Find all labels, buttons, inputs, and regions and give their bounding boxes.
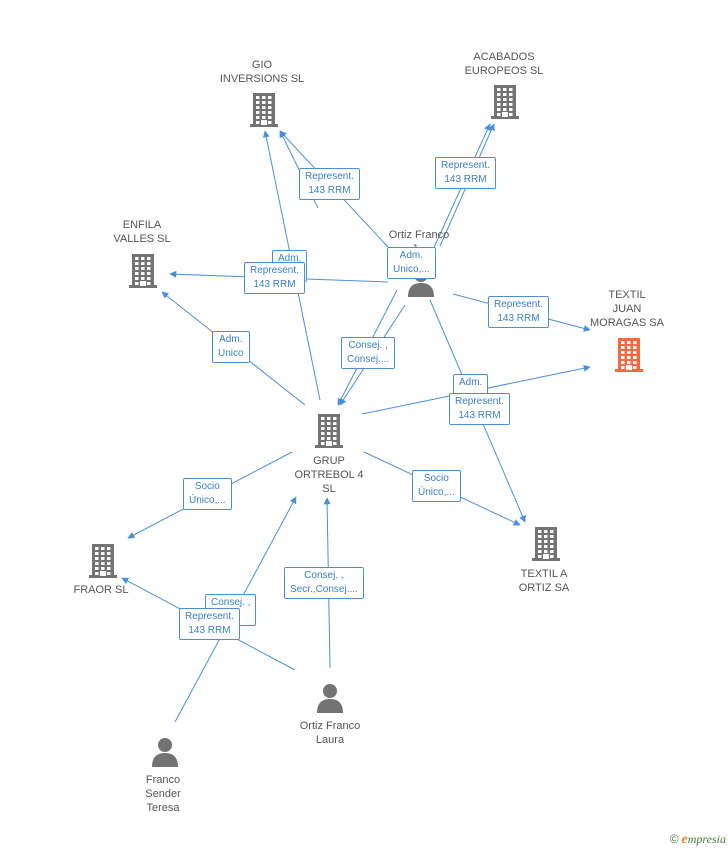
relation-label-line: Socio [423,473,449,484]
node-label-line: INVERSIONS SL [219,73,305,85]
node-label-line: EUROPEOS SL [464,65,544,77]
relation-label-line: 143 RRM [253,279,296,290]
node-label-line: ACABADOS [473,51,535,63]
relation-label[interactable]: Represent. 143 RRM [244,262,305,294]
node-label-textil-a[interactable]: TEXTIL A ORTIZ SA [519,567,570,595]
relation-label-line: Adm. [219,334,243,345]
relation-label-line: 143 RRM [188,625,231,636]
relation-label-line: Unico [218,348,244,359]
node-label-acabados[interactable]: ACABADOS EUROPEOS SL [465,50,544,78]
node-label-line: ORTREBOL 4 [294,469,364,481]
building-icon[interactable] [489,85,521,124]
node-label-line: JUAN [612,303,642,315]
relation-label-line: Consej. , [304,570,344,581]
node-label-line: Ortiz Franco [299,720,361,732]
relation-label-line: 143 RRM [444,174,487,185]
relation-label[interactable]: Adm. Unico [212,331,250,363]
relation-label-line: Adm. [459,377,483,388]
relation-label[interactable]: Consej. , Secr.,Consej.... [284,567,364,599]
copyright-symbol: © [669,832,679,846]
relation-label-line: Secr.,Consej.... [290,584,358,595]
building-icon[interactable] [87,544,119,583]
node-label-line: Franco [145,774,181,786]
relation-label-line: 143 RRM [497,313,540,324]
person-icon[interactable] [315,683,345,718]
node-label-grup[interactable]: GRUP ORTREBOL 4 SL [294,454,363,496]
node-label-line: Ortiz Franco [388,229,450,241]
relation-label[interactable]: Represent. 143 RRM [435,157,496,189]
node-label-line: TEXTIL A [520,568,568,580]
building-icon[interactable] [313,414,345,453]
relation-label-line: 143 RRM [458,410,501,421]
node-label-line: Laura [315,734,345,746]
relation-label[interactable]: Represent. 143 RRM [488,296,549,328]
node-label-enfila[interactable]: ENFILA VALLES SL [113,218,170,246]
node-label-line: MORAGAS SA [590,317,664,329]
relation-label[interactable]: Consej. , Consej.... [341,337,396,369]
node-label-line: Sender [145,788,181,800]
relation-label-line: Único,... [189,495,226,506]
relation-label-line: Represent. [250,265,299,276]
node-label-textil-juan[interactable]: TEXTIL JUAN MORAGAS SA [590,288,664,330]
node-label-line: GIO [251,59,273,71]
relation-label-line: Represent. [455,396,504,407]
building-icon[interactable] [248,93,280,132]
relation-label-line: 143 RRM [308,185,351,196]
brand-name: mpresia [687,832,726,846]
relation-label-line: Socio [194,481,220,492]
brand-initial: e [681,832,688,847]
building-icon[interactable] [127,254,159,293]
relation-label[interactable]: Represent. 143 RRM [299,168,360,200]
node-label-line: ORTIZ SA [518,582,570,594]
relation-label-line: Represent. [441,160,490,171]
relation-label-line: Adm. [278,253,302,264]
person-icon[interactable] [150,737,180,772]
relation-label[interactable]: Represent. 143 RRM [179,608,240,640]
node-label-gio[interactable]: GIO INVERSIONS SL [220,58,304,86]
node-label-line: Teresa [146,802,180,814]
building-icon[interactable] [613,338,645,377]
node-label-line: GRUP [313,455,345,467]
relation-label-line: Adm. [399,250,424,261]
relation-label[interactable]: Represent. 143 RRM [449,393,510,425]
node-label-line: VALLES SL [113,233,171,245]
node-label-line: SL [322,483,336,495]
relation-label-line: Único,... [418,487,455,498]
node-label-fraor[interactable]: FRAOR SL [73,583,128,597]
building-icon[interactable] [530,527,562,566]
relation-label[interactable]: Adm. Unico,... [387,247,436,279]
relation-label-line: Unico,... [393,264,430,275]
node-label-line: ENFILA [122,219,162,231]
relation-label-line: Represent. [185,611,234,622]
footer-brand: ©empresia [670,832,726,848]
node-label-line: TEXTIL [608,289,646,301]
relation-label-line: Represent. [494,299,543,310]
relation-label-line: Consej. , [211,597,251,608]
relation-label-line: Consej.... [347,354,390,365]
node-label-line: FRAOR SL [73,584,129,596]
relation-label-line: Represent. [305,171,354,182]
relation-label-line: Consej. , [348,340,388,351]
